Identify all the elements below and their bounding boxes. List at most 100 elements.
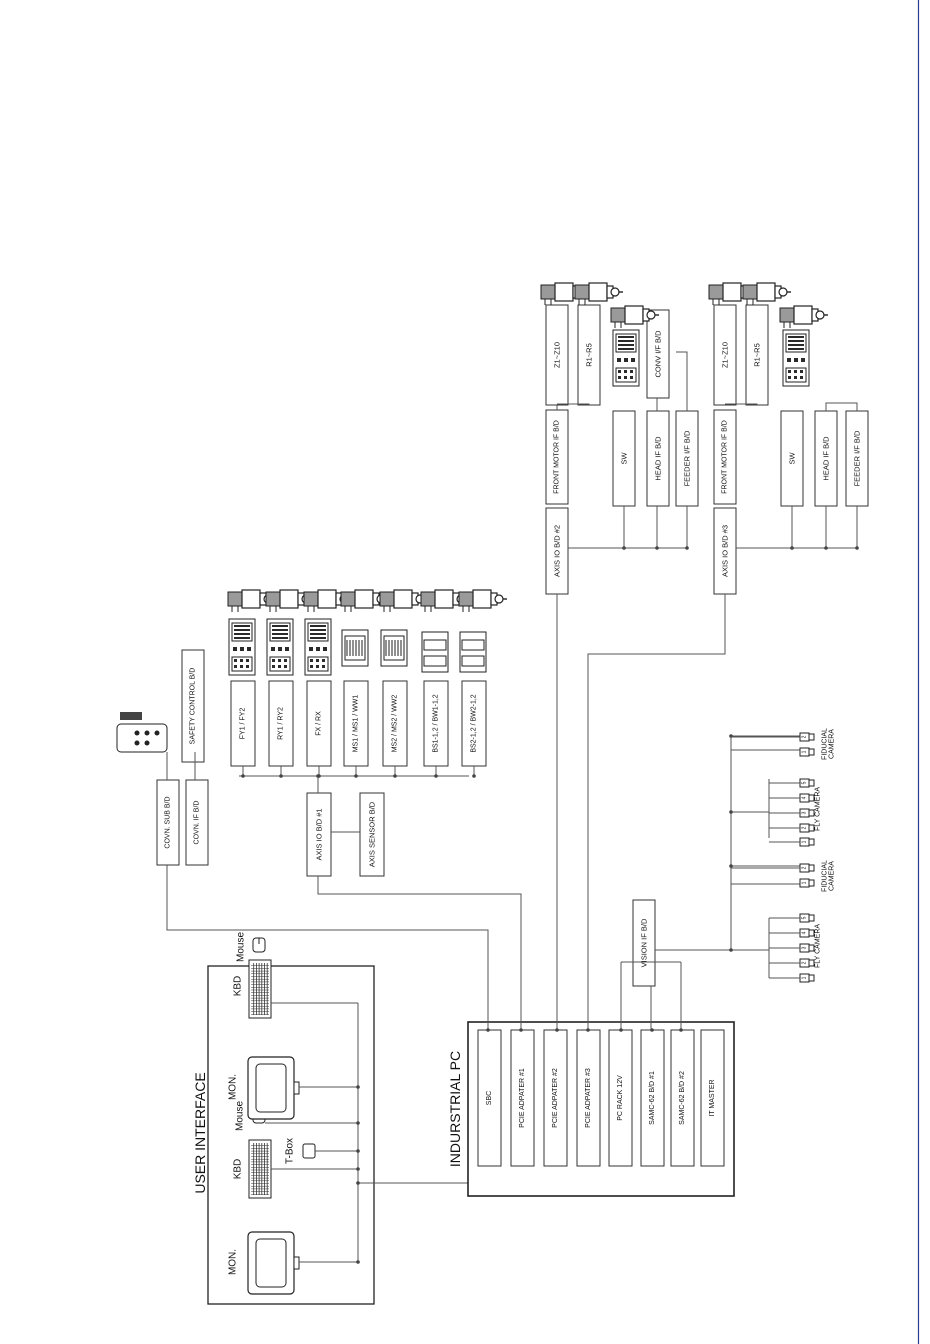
fly-camera-label-1: FLY CAMERA — [815, 787, 822, 831]
axis1-branch-2-label: FX / RX — [316, 711, 323, 736]
head-board-3-label: HEAD IF B/D — [822, 436, 831, 481]
relay-module-icon — [459, 631, 487, 673]
mouse-2-icon — [252, 937, 266, 953]
svg-text:2: 2 — [802, 735, 808, 738]
head-board-2 — [646, 410, 670, 507]
junction-dot — [279, 774, 283, 778]
mouse-1-label: Mouse — [235, 1101, 246, 1131]
conveyor-board-2-label: CONV I/F B/D — [654, 330, 663, 378]
conveyor-sub-board-label: COVN. SUB B/D — [165, 796, 172, 848]
fly-camera-port: 1 — [799, 837, 815, 847]
junction-dot — [824, 546, 828, 550]
fiducial-camera-label-1: FIDUCIALCAMERA — [821, 728, 835, 760]
axis1-branch-5 — [423, 680, 449, 767]
axis1-branch-3 — [343, 680, 369, 767]
connector-line — [676, 351, 688, 411]
pcie3-to-axis3-line — [587, 594, 726, 1030]
svg-text:3: 3 — [802, 946, 808, 949]
servo-drive-icon — [228, 618, 256, 676]
industrial-pc-title: INDURSTRIAL PC — [447, 1051, 463, 1167]
svg-text:1: 1 — [802, 840, 808, 843]
feeder-board-2-label: FEEDER I/F B/D — [683, 430, 692, 486]
safety-control-board-label: SAFETY CONTROL B/D — [190, 668, 197, 745]
conveyor-if-board-label: COVN. IF B/D — [194, 801, 201, 845]
keyboard-1-label: KBD — [233, 1159, 244, 1180]
junction-dot — [356, 1085, 360, 1089]
z-axis-2 — [545, 304, 569, 406]
pc-slot-7 — [700, 1029, 725, 1167]
pc-slot-label-7: IT MASTER — [709, 1079, 716, 1116]
svg-text:4: 4 — [802, 931, 808, 934]
junction-dot — [622, 546, 626, 550]
axis-io-board-1 — [306, 792, 332, 877]
junction-dot — [356, 1167, 360, 1171]
axis1-branch-6-label: BS2-1,2 / BW2-1,2 — [471, 694, 478, 752]
junction-dot — [393, 774, 397, 778]
pc-slot-label-0: SBC — [486, 1091, 493, 1105]
servo-motor-icon — [574, 282, 623, 305]
z-axis-2-label: Z1~Z10 — [553, 342, 562, 368]
junction-dot — [241, 774, 245, 778]
front-motor-board-2-label: FRONT MOTOR IF B/D — [554, 420, 561, 494]
axis1-branch-0 — [230, 680, 256, 767]
axis-io-board-1-label: AXIS IO B/D #1 — [315, 808, 324, 860]
svg-text:2: 2 — [802, 961, 808, 964]
axis-sensor-board-label: AXIS SENSOR B/D — [368, 801, 377, 867]
servo-drive-icon — [266, 618, 294, 676]
fiducial-camera-port: 2 — [799, 732, 815, 742]
svg-text:1: 1 — [802, 976, 808, 979]
junction-dot — [729, 810, 733, 814]
junction-dot — [586, 1028, 590, 1032]
junction-dot — [486, 1028, 490, 1032]
servo-motor-icon — [379, 589, 428, 612]
junction-dot — [855, 546, 859, 550]
controller-button-icon — [144, 730, 150, 736]
vision-if-board — [632, 899, 656, 987]
fly-camera-label-2: FLY CAMERA — [815, 924, 822, 968]
svg-text:1: 1 — [802, 881, 808, 884]
axis1-branch-1-label: RY1 / RY2 — [278, 707, 285, 740]
junction-dot — [356, 1121, 360, 1125]
fly-camera-port: 1 — [799, 973, 815, 983]
fly-camera-port: 5 — [799, 778, 815, 788]
fiducial-camera-label-2: FIDUCIALCAMERA — [821, 860, 835, 892]
junction-dot — [655, 546, 659, 550]
monitor-1-icon — [247, 1231, 300, 1295]
safety-control-board — [181, 649, 205, 763]
svg-text:2: 2 — [802, 826, 808, 829]
pc-slot-label-2: PCIE ADPATER #2 — [552, 1068, 559, 1128]
axis1-branch-4-label: MS2 / MS2 / WW2 — [392, 695, 399, 753]
user-interface-frame — [207, 965, 375, 1305]
controller-button-icon — [154, 730, 160, 736]
mouse-2-label: Mouse — [236, 932, 247, 962]
axis1-branch-5-label: BS1-1,2 / BW1-1,2 — [433, 694, 440, 752]
svg-text:2: 2 — [802, 866, 808, 869]
monitor-2-label: MON. — [228, 1074, 239, 1100]
vision-if-board-label: VISION IF B/D — [640, 918, 649, 967]
z-axis-3 — [713, 304, 737, 406]
controller-button-icon — [134, 730, 140, 736]
keyboard-2-icon — [248, 959, 272, 1019]
junction-dot — [356, 1260, 360, 1264]
fly-camera-port: 4 — [799, 793, 815, 803]
tbox-icon — [302, 1143, 316, 1159]
tbox-label: T-Box — [285, 1138, 296, 1164]
front-motor-board-3-label: FRONT MOTOR IF B/D — [722, 420, 729, 494]
junction-dot — [354, 774, 358, 778]
junction-dot — [434, 774, 438, 778]
pc-slot-label-5: SAMC-62 B/D #1 — [649, 1071, 656, 1125]
r-axis-3-label: R1~R5 — [753, 343, 762, 367]
junction-dot — [619, 1028, 623, 1032]
r-axis-2-label: R1~R5 — [585, 343, 594, 367]
front-motor-board-3 — [713, 409, 737, 505]
servo-motor-icon — [458, 589, 507, 612]
axis1-branch-0-label: FY1 / FY2 — [240, 708, 247, 740]
pc-slot-label-6: SAMC-62 B/D #2 — [679, 1071, 686, 1125]
connector-line — [825, 402, 858, 411]
keyboard-1-icon — [248, 1139, 272, 1199]
axis1-branch-4 — [382, 680, 408, 767]
conveyor-controller-icon — [116, 723, 168, 753]
fly-camera-port: 3 — [799, 943, 815, 953]
servo-motor-icon — [340, 589, 389, 612]
